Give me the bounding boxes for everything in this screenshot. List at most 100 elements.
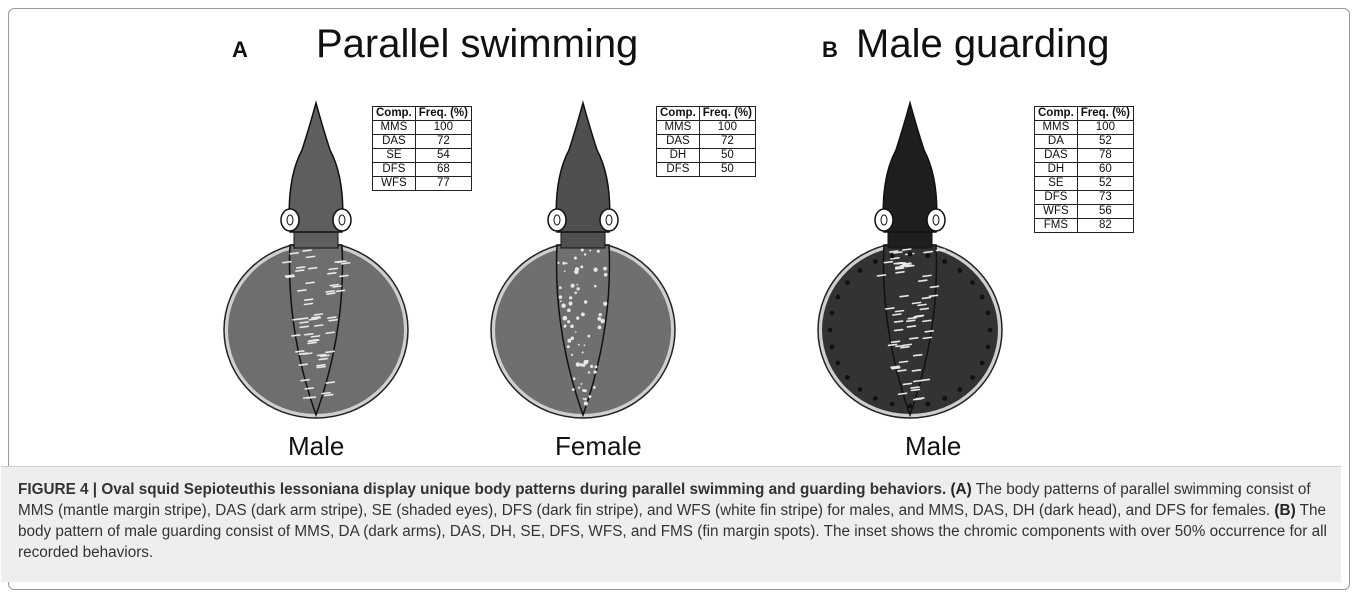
fin-margin-spot: [908, 404, 913, 409]
white-stripe-mark: [903, 249, 911, 250]
fin-margin-spot: [925, 402, 930, 407]
white-stripe-mark: [301, 380, 309, 381]
fin-margin-spot: [873, 259, 878, 264]
table-cell: DH: [657, 149, 700, 163]
white-spot-mark: [559, 295, 563, 299]
white-spot-mark: [571, 354, 573, 356]
white-spot-mark: [576, 362, 581, 367]
table-cell: SE: [1035, 177, 1078, 191]
white-stripe-mark: [918, 304, 926, 305]
table-cell: DH: [1035, 163, 1078, 177]
white-spot-mark: [603, 302, 607, 306]
white-stripe-mark: [312, 317, 320, 318]
white-spot-mark: [567, 345, 570, 348]
white-spot-mark: [570, 324, 574, 328]
white-spot-mark: [576, 287, 579, 290]
white-stripe-mark: [315, 325, 323, 326]
white-spot-mark: [569, 302, 573, 306]
white-spot-mark: [572, 388, 575, 391]
fin-margin-spot: [980, 295, 985, 300]
white-stripe-mark: [314, 314, 322, 315]
white-stripe-mark: [900, 296, 908, 297]
fin-margin-spot: [828, 328, 833, 333]
table-cell: 60: [1077, 163, 1133, 177]
white-spot-mark: [574, 291, 577, 294]
table-header: Freq. (%): [699, 107, 755, 121]
white-stripe-mark: [895, 321, 903, 322]
table-cell: 50: [699, 149, 755, 163]
table-row: DH50: [657, 149, 756, 163]
white-spot-mark: [567, 308, 571, 312]
table-cell: DFS: [657, 163, 700, 177]
white-stripe-mark: [342, 263, 350, 264]
white-stripe-mark: [336, 290, 344, 291]
fin-margin-spot: [970, 375, 975, 380]
white-stripe-mark: [309, 268, 317, 269]
white-stripe-mark: [898, 370, 906, 371]
table-cell: DAS: [373, 135, 416, 149]
white-spot-mark: [584, 389, 587, 392]
white-stripe-mark: [309, 319, 317, 320]
table-cell: FMS: [1035, 219, 1078, 233]
fin-margin-spot: [908, 252, 913, 257]
freq-table-male-parallel: Comp. Freq. (%) MMS100 DAS72 SE54 DFS68 …: [372, 106, 472, 191]
right-eye-icon: [333, 209, 351, 231]
white-stripe-mark: [306, 282, 314, 283]
fin-margin-spot: [957, 387, 962, 392]
white-spot-mark: [575, 331, 577, 333]
white-stripe-mark: [293, 319, 301, 320]
table-cell: DAS: [657, 135, 700, 149]
white-stripe-mark: [929, 295, 937, 296]
white-stripe-mark: [930, 286, 938, 287]
white-spot-mark: [584, 253, 586, 255]
white-stripe-mark: [903, 383, 911, 384]
white-spot-mark: [581, 313, 585, 317]
table-header: Comp.: [373, 107, 416, 121]
table-cell: DA: [1035, 135, 1078, 149]
white-spot-mark: [581, 248, 584, 251]
white-spot-mark: [594, 285, 597, 288]
white-stripe-mark: [283, 262, 291, 263]
white-spot-mark: [562, 262, 565, 265]
white-spot-mark: [571, 337, 574, 340]
fin-margin-spot: [890, 402, 895, 407]
white-stripe-mark: [895, 330, 903, 331]
white-spot-mark: [561, 303, 565, 307]
white-spot-mark: [597, 250, 600, 253]
table-cell: DAS: [1035, 149, 1078, 163]
right-eye-icon: [927, 209, 945, 231]
white-stripe-mark: [297, 267, 305, 268]
fin-margin-spot: [986, 311, 991, 316]
table-cell: 68: [415, 163, 471, 177]
white-spot-mark: [599, 313, 602, 316]
white-stripe-mark: [899, 393, 907, 394]
table-cell: WFS: [1035, 205, 1078, 219]
white-spot-mark: [588, 371, 590, 373]
white-stripe-mark: [886, 308, 894, 309]
white-stripe-mark: [328, 317, 336, 318]
squid-illustrations: [0, 0, 1358, 470]
white-spot-mark: [559, 286, 562, 289]
white-spot-mark: [598, 325, 602, 329]
white-spot-mark: [594, 365, 597, 368]
white-stripe-mark: [892, 368, 900, 369]
white-spot-mark: [557, 262, 559, 264]
white-stripe-mark: [300, 322, 308, 323]
table-row: FMS82: [1035, 219, 1134, 233]
white-spot-mark: [571, 284, 575, 288]
table-row: WFS56: [1035, 205, 1134, 219]
fin-margin-spot: [942, 396, 947, 401]
white-stripe-mark: [907, 320, 915, 321]
white-stripe-mark: [300, 326, 308, 327]
white-spot-mark: [578, 386, 580, 388]
white-spot-mark: [582, 364, 585, 367]
white-stripe-mark: [330, 285, 338, 286]
fin-margin-spot: [836, 295, 841, 300]
white-stripe-mark: [890, 251, 898, 252]
table-cell: 72: [415, 135, 471, 149]
white-spot-mark: [564, 270, 566, 272]
fin-margin-spot: [830, 311, 835, 316]
white-spot-mark: [585, 402, 587, 404]
